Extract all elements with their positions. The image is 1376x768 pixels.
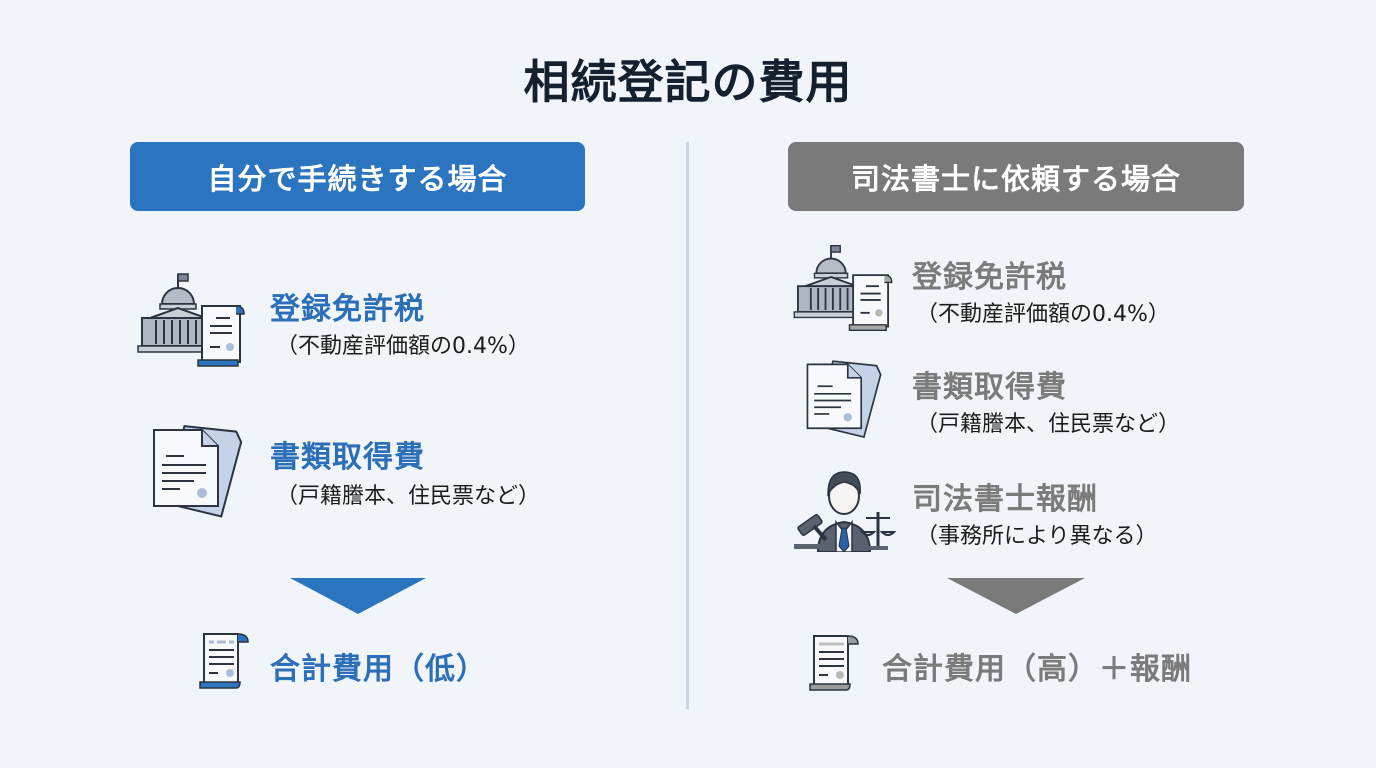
total-cost-label: 合計費用（高）＋報酬: [882, 652, 1192, 687]
legal-professional-icon: [794, 471, 896, 552]
self-procedure-header: 自分で手続きする場合: [130, 142, 585, 211]
item-note: （不動産評価額の0.4%）: [916, 302, 1170, 327]
scrivener-request-header: 司法書士に依頼する場合: [788, 142, 1244, 211]
item-name: 書類取得費: [270, 440, 425, 475]
total-cost-label: 合計費用（低）: [270, 652, 487, 687]
column-divider: [686, 142, 689, 709]
scroll-receipt-icon: [199, 633, 249, 689]
down-arrow-icon: [290, 578, 426, 614]
item-note: （不動産評価額の0.4%）: [276, 334, 530, 359]
item-name: 登録免許税: [912, 260, 1067, 295]
documents-icon: [806, 360, 882, 439]
scroll-receipt-icon: [809, 635, 859, 691]
item-note: （戸籍謄本、住民票など）: [276, 484, 541, 509]
documents-icon: [153, 425, 243, 518]
item-name: 登録免許税: [270, 292, 425, 327]
item-name: 書類取得費: [912, 370, 1067, 405]
item-note: （戸籍謄本、住民票など）: [916, 412, 1181, 437]
down-arrow-icon: [947, 578, 1085, 614]
item-name: 司法書士報酬: [912, 482, 1098, 517]
government-building-document-icon: [793, 244, 893, 332]
government-building-document-icon: [137, 273, 245, 367]
page-title: 相続登記の費用: [523, 55, 853, 109]
item-note: （事務所により異なる）: [916, 524, 1158, 549]
